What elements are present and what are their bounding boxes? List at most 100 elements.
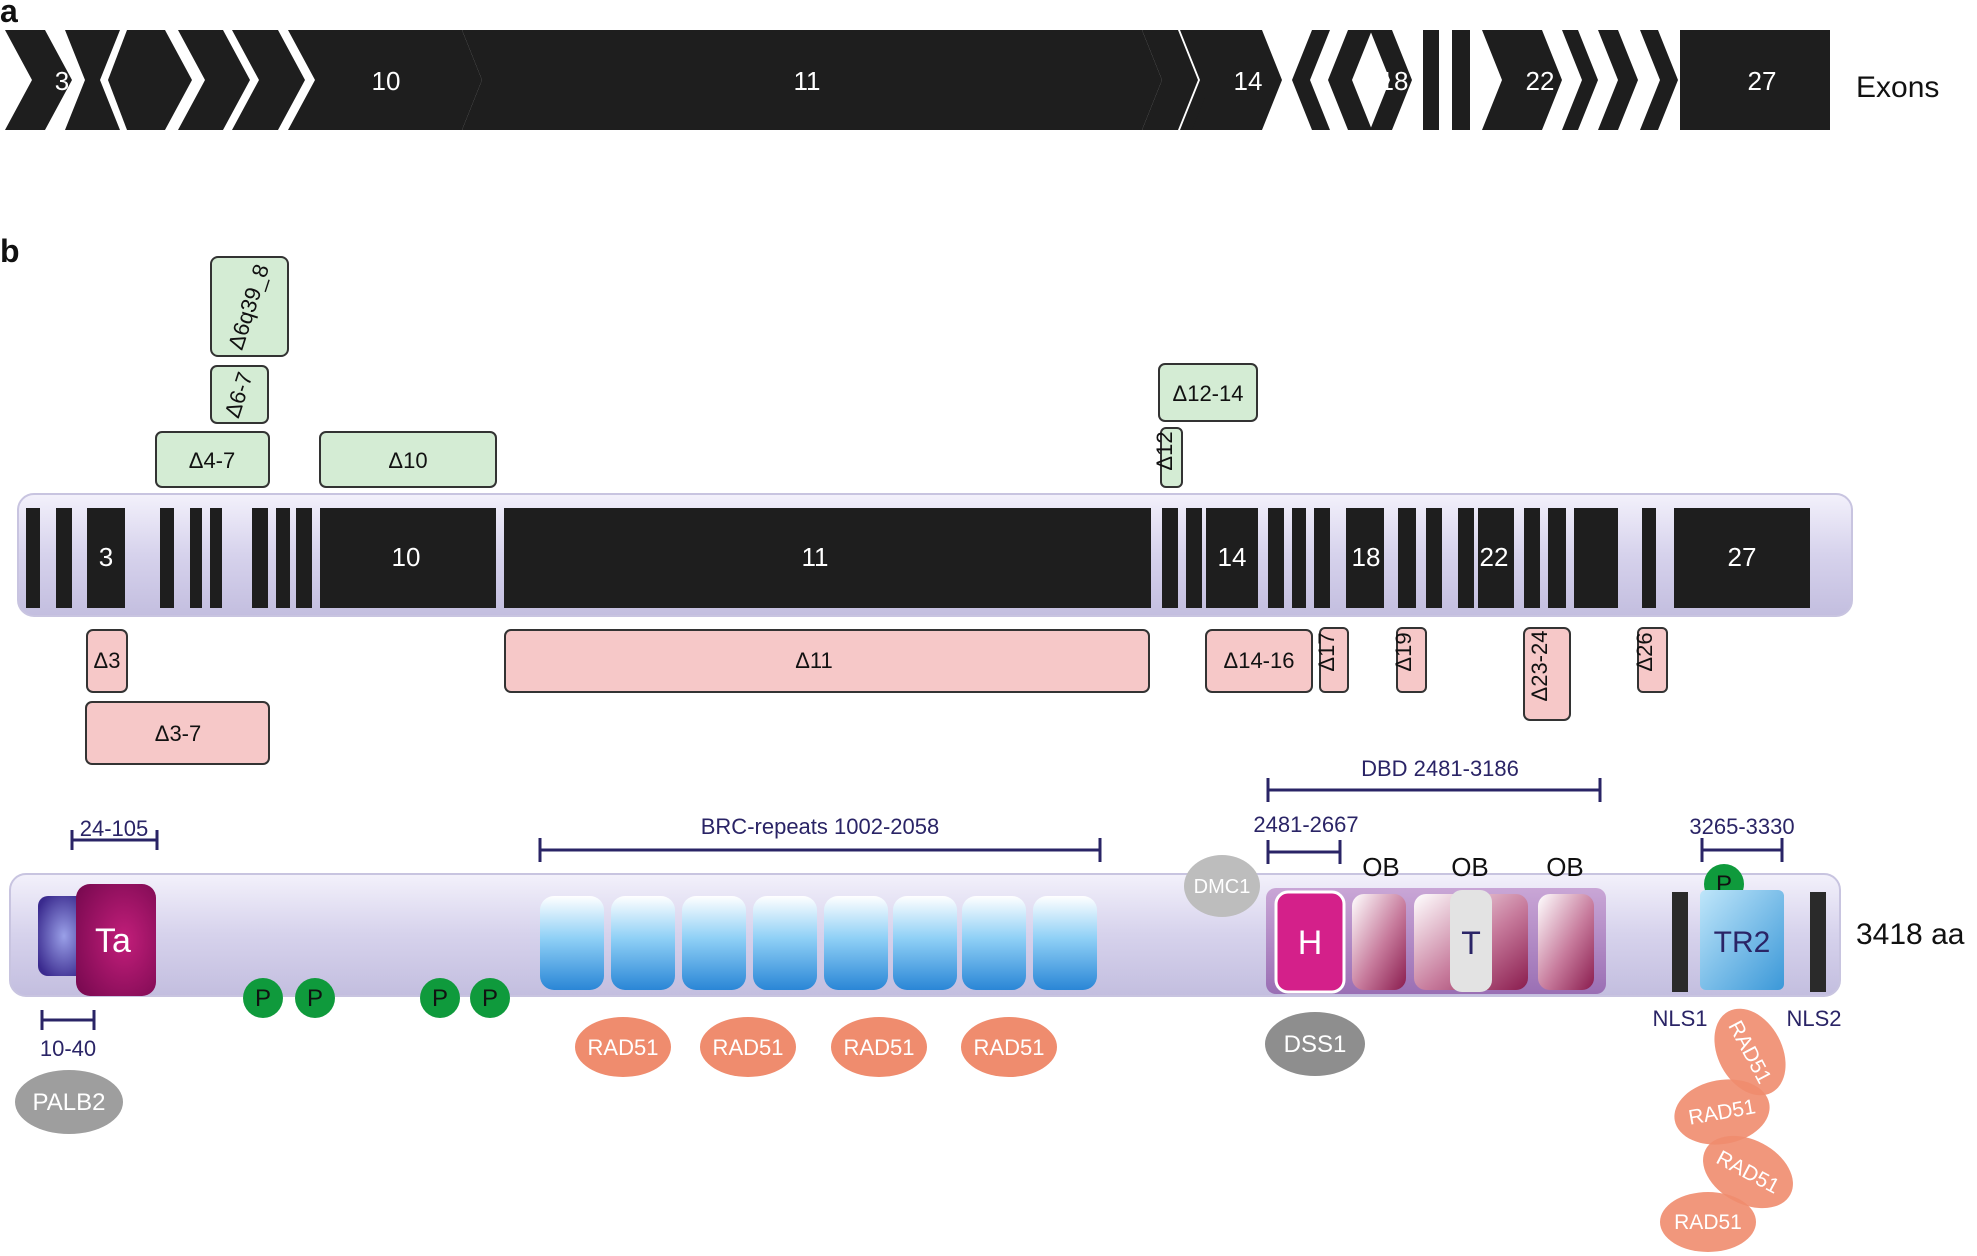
deletion-label: Δ26 xyxy=(1632,632,1657,671)
phospho-site xyxy=(295,978,335,1018)
deletion-label: Δ14-16 xyxy=(1224,648,1295,673)
exon-map-block xyxy=(210,508,222,608)
brc-repeat xyxy=(962,896,1026,990)
ta-domain-label: Ta xyxy=(95,922,131,960)
exon-map-block-14 xyxy=(1206,508,1258,608)
exon-track xyxy=(5,30,1830,130)
exon-labels-b: 3 10 11 14 18 22 27 xyxy=(99,542,1757,572)
helical-domain xyxy=(1274,890,1346,994)
exon-chevron xyxy=(108,30,192,130)
exon-map-block-22 xyxy=(1478,508,1514,608)
rad51-blob xyxy=(1714,1008,1786,1096)
exon-chevron-14 xyxy=(1192,30,1282,130)
exon-block xyxy=(1452,30,1470,130)
rad51-blob xyxy=(1660,1192,1756,1252)
exon-map-block xyxy=(296,508,312,608)
exon-map-block xyxy=(1186,508,1202,608)
exon-map-block xyxy=(1426,508,1442,608)
exon-chevron xyxy=(1142,30,1198,130)
bracket-dbd xyxy=(1266,778,1602,802)
tower-label: T xyxy=(1461,925,1481,961)
deletion-box xyxy=(86,629,128,693)
exon-label-22: 22 xyxy=(1526,66,1555,96)
deletion-box xyxy=(1160,427,1183,488)
phospho-label: P xyxy=(482,985,498,1012)
dmc1-label: DMC1 xyxy=(1194,876,1251,898)
exon-chevron xyxy=(65,30,120,130)
deletion-box xyxy=(1396,627,1427,693)
exon-map-blocks xyxy=(26,508,1810,608)
rad51-blob xyxy=(575,1017,671,1077)
exon-map-block xyxy=(26,508,40,608)
exon-map-label-18: 18 xyxy=(1352,542,1381,572)
rad51-label: RAD51 xyxy=(713,1035,784,1060)
protein-length-label: 3418 aa xyxy=(1856,918,1965,951)
exon-map-label-27: 27 xyxy=(1728,542,1757,572)
exon-map-block xyxy=(160,508,174,608)
deletion-label: Δ12-14 xyxy=(1173,381,1244,406)
bracket-helical xyxy=(1266,840,1342,864)
deletion-label: Δ3-7 xyxy=(155,721,202,746)
exon-map-block xyxy=(1268,508,1284,608)
exon-chevron xyxy=(1292,30,1330,130)
exon-chevron-11 xyxy=(462,30,1162,130)
rad51-blob xyxy=(1674,1079,1770,1145)
brc-repeats xyxy=(540,896,1097,990)
dmc1-partner xyxy=(1184,855,1260,917)
nls2-bar xyxy=(1810,892,1826,992)
dss1-partner xyxy=(1265,1012,1365,1076)
phospho-label: P xyxy=(307,985,323,1012)
nls1-label: NLS1 xyxy=(1652,1006,1707,1031)
rad51-brc-labels: RAD51 RAD51 RAD51 RAD51 xyxy=(588,1035,1045,1060)
deletion-label: Δ3 xyxy=(94,648,121,673)
rad51-brc xyxy=(575,1017,1057,1077)
exon-map-block-27 xyxy=(1674,508,1810,608)
exon-map-block xyxy=(1398,508,1416,608)
phospho-site xyxy=(243,978,283,1018)
bracket-palb2 xyxy=(40,1010,96,1030)
ob3-domain xyxy=(1538,894,1594,990)
exon-map-block-10 xyxy=(320,508,496,608)
nls1-bar xyxy=(1672,892,1688,992)
range-labels: 24-105 BRC-repeats 1002-2058 DBD 2481-31… xyxy=(40,756,1795,1061)
range-label-brc: BRC-repeats 1002-2058 xyxy=(701,814,939,839)
brc-repeat xyxy=(753,896,817,990)
deletion-box xyxy=(210,256,289,357)
deletion-box xyxy=(319,431,497,488)
deletion-label: Δ11 xyxy=(795,648,833,673)
deletion-label: Δ19 xyxy=(1391,632,1416,671)
bracket-brc xyxy=(538,838,1102,862)
phospho-site xyxy=(470,978,510,1018)
exon-label-14: 14 xyxy=(1234,66,1263,96)
exon-map-block-18 xyxy=(1346,508,1384,608)
exon-chevron xyxy=(232,30,305,130)
brc-repeat xyxy=(893,896,957,990)
phospho-labels: P P P P P xyxy=(255,871,1732,1012)
exon-chevron xyxy=(1640,30,1678,130)
ob-label: OB xyxy=(1546,852,1584,882)
rad51-label: RAD51 xyxy=(844,1035,915,1060)
deletion-label: Δ4-7 xyxy=(189,448,236,473)
deletion-label: Δ17 xyxy=(1314,632,1339,671)
exon-map-block xyxy=(252,508,268,608)
range-label-helical: 2481-2667 xyxy=(1253,812,1358,837)
palb2-label: PALB2 xyxy=(33,1089,106,1116)
exon-map-block xyxy=(1548,508,1566,608)
rad51-blob xyxy=(1703,1135,1793,1209)
deletion-box xyxy=(504,629,1150,693)
rad51-blob xyxy=(961,1017,1057,1077)
bracket-ta xyxy=(70,830,159,850)
ta-domain xyxy=(76,884,156,996)
exon-map-label-3: 3 xyxy=(99,542,113,572)
exon-chevron xyxy=(1328,30,1372,130)
dss1-label: DSS1 xyxy=(1284,1031,1347,1058)
exon-map-block xyxy=(1574,508,1618,608)
exon-map-block xyxy=(1314,508,1330,608)
range-label-dbd: DBD 2481-3186 xyxy=(1361,756,1519,781)
deletion-label: Δ23-24 xyxy=(1527,631,1552,702)
exon-chevron-10 xyxy=(288,30,482,130)
exon-map-block xyxy=(56,508,72,608)
range-label-tr2: 3265-3330 xyxy=(1689,814,1794,839)
